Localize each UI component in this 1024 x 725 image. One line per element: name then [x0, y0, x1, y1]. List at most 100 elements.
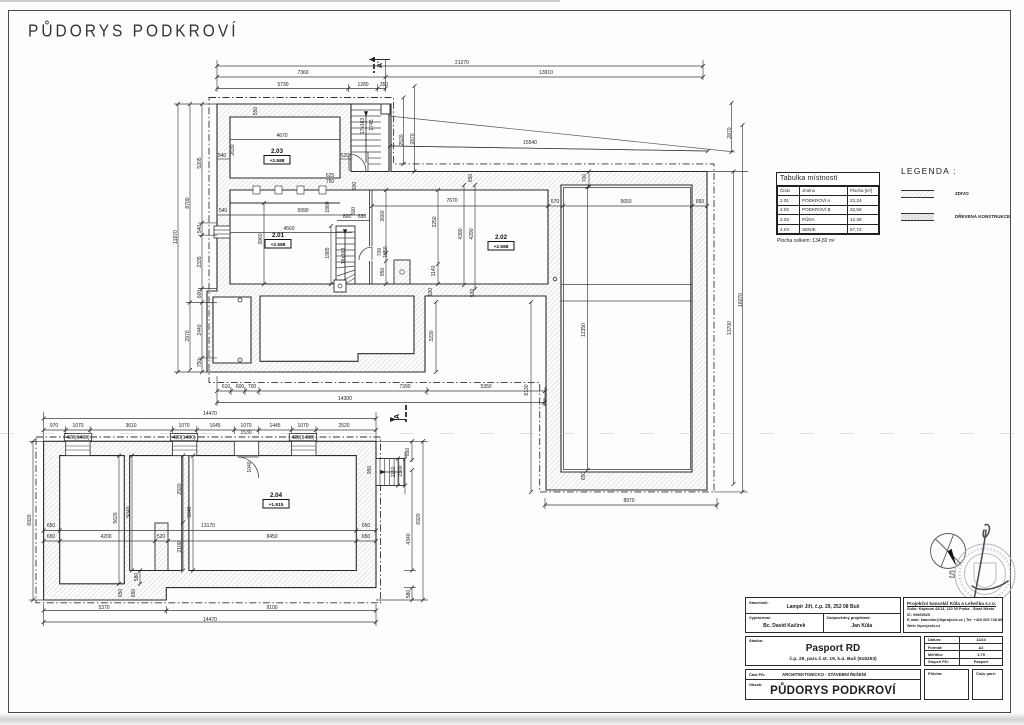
dimension-label: 13170 — [201, 523, 215, 529]
wall-post-marker — [552, 276, 558, 282]
dimension-label: 580 — [406, 590, 412, 599]
dimension-label: 1985 — [325, 247, 331, 258]
dimension-label: 2520 — [338, 423, 349, 429]
format-value: A2 — [959, 642, 1003, 652]
dimension-label: 700 — [248, 384, 257, 390]
dimension-label: 610 — [222, 384, 231, 390]
scale-value: 1:75 — [959, 650, 1003, 659]
dimension-label: 2870 — [727, 127, 733, 138]
dimension-ticks — [175, 63, 745, 508]
dimension-label: 9100 — [266, 605, 277, 611]
lower-windows — [65, 440, 317, 456]
dimension-label: 950 — [380, 268, 386, 277]
dimension-label: 2440 — [197, 324, 203, 335]
upper-roof-overhang-outline — [208, 97, 715, 493]
project-name: Pasport RD — [805, 642, 861, 654]
dimension-label: 8970 — [623, 498, 634, 504]
dimension-label: 7670 — [446, 198, 457, 204]
content-section: Část PD: ARCHITEKTONICKO - STAVEBNÍ ŘEŠE… — [745, 668, 921, 700]
south-label: S — [948, 569, 955, 581]
dimension-label: 2520 — [399, 134, 405, 145]
hall-inner-outline — [563, 187, 691, 470]
lower-roof-overhang-outline — [35, 436, 381, 604]
dimension-label: 1070 — [178, 423, 189, 429]
dimension-label: 970 — [50, 423, 59, 429]
dimension-label: 650 — [468, 174, 474, 183]
room-number: 2.02 — [495, 234, 508, 241]
room-elevation-box — [263, 155, 291, 165]
attachment-cell: Příloha: — [924, 668, 969, 700]
page-title: PŮDORYS PODKROVÍ — [28, 22, 239, 42]
attachment-label: Příloha: — [928, 671, 943, 676]
dimension-label: 3610 — [125, 423, 136, 429]
dimension-label: 1070 — [297, 423, 308, 429]
dimension-label: 540 — [218, 153, 227, 159]
room-elevation-box — [262, 499, 290, 509]
room-table-total: Plocha celkem: 134,82 m² — [777, 237, 835, 244]
dimension-label: 17x163 — [360, 118, 366, 135]
dimension-label: 2970 — [185, 330, 191, 341]
engineer-label: Zodpovědný projektant: — [826, 615, 871, 621]
dimension-label: 8450 — [266, 534, 277, 540]
dimension-label: 650 — [696, 199, 705, 205]
project-cell: Stavba: Pasport RD č.p. 29, parc.č.st. 1… — [745, 635, 921, 666]
dimension-label: 2920 — [177, 483, 183, 494]
dimension-label: 540 — [197, 225, 203, 234]
compass-needle — [947, 548, 957, 567]
part-value: ARCHITEKTONICKO - STAVEBNÍ ŘEŠENÍ — [782, 672, 867, 677]
room-table-header-cell: Jméno — [799, 185, 848, 197]
dimension-label: 1150 — [391, 466, 397, 477]
legend-item-timber: DŘEVENÁ KONSTRUKCE — [901, 212, 1021, 222]
dimension-label: 5620 — [113, 512, 119, 523]
dimension-label: 3960 — [258, 233, 264, 244]
stage-label: Stupeň PD: — [924, 657, 960, 666]
signature — [971, 523, 1009, 601]
room-number: 2.03 — [271, 148, 284, 155]
partition-wall — [369, 190, 373, 284]
dimension-label: 4560 — [283, 226, 294, 232]
client-value: Lampír Jiří, č.p. 29, 252 08 Buš — [786, 604, 860, 610]
company-name: Projekční kancelář Kůla a Lehečka s.r.o. — [907, 600, 997, 606]
dimension-label: 14470 — [203, 617, 217, 623]
pier-marker — [399, 269, 405, 275]
dimension-label: 2630 — [230, 144, 236, 155]
dimension-label: 750 — [326, 179, 335, 185]
dimension-label: 12350 — [581, 323, 587, 337]
room-elevation: +2.588 — [270, 158, 285, 164]
dimension-label: 650 — [362, 523, 371, 529]
room-table-cell: SENÍK — [799, 223, 848, 235]
title-block: Stavebník: Lampír Jiří, č.p. 29, 252 08 … — [745, 597, 1003, 700]
legend-label-timber: DŘEVENÁ KONSTRUKCE — [955, 214, 1011, 219]
dimension-label: 350 — [380, 82, 389, 88]
room-elevation-box — [264, 239, 292, 249]
company-ic: IČ: 09869925 — [907, 612, 931, 617]
format-label: Formát: — [924, 642, 960, 652]
engineer-value: Jan Kůla — [851, 622, 873, 629]
dimension-label: 850 — [405, 448, 411, 457]
timber-hatch-swatch — [901, 213, 934, 221]
dimension-label: 700 — [582, 174, 588, 183]
copy-number-label: Číslo paré: — [976, 671, 997, 676]
porch-post-marker — [237, 357, 243, 363]
dimension-label: 11870 — [173, 230, 179, 244]
room-table-header-cell: Číslo — [777, 185, 800, 197]
room-table-cell: 22,24 — [847, 195, 879, 206]
dimension-label: 670 — [551, 199, 560, 205]
external-stair — [375, 458, 405, 486]
date-label: Datum: — [924, 635, 960, 644]
company-cell: Projekční kancelář Kůla a Lehečka s.r.o.… — [903, 597, 1003, 633]
dimension-label: 6920 — [27, 514, 33, 525]
dimension-label: 1530 — [240, 430, 251, 436]
project-sub: č.p. 29, parc.č.st. 19, k.ú. Buš (616253… — [789, 656, 877, 662]
dimension-label: 650 — [47, 523, 56, 529]
dimension-label-box — [63, 432, 93, 442]
dimension-label: 500 — [352, 182, 358, 191]
lower-floor-plan: 1447097010703610107016451070153014451070… — [27, 411, 428, 626]
dimension-label: 800 — [343, 214, 352, 220]
dimension-label: 15540 — [523, 140, 537, 146]
room-table-cell: 67,72 — [847, 223, 879, 235]
upper-floor-plan: 2127073601391057301280350155402520287028… — [173, 57, 748, 509]
